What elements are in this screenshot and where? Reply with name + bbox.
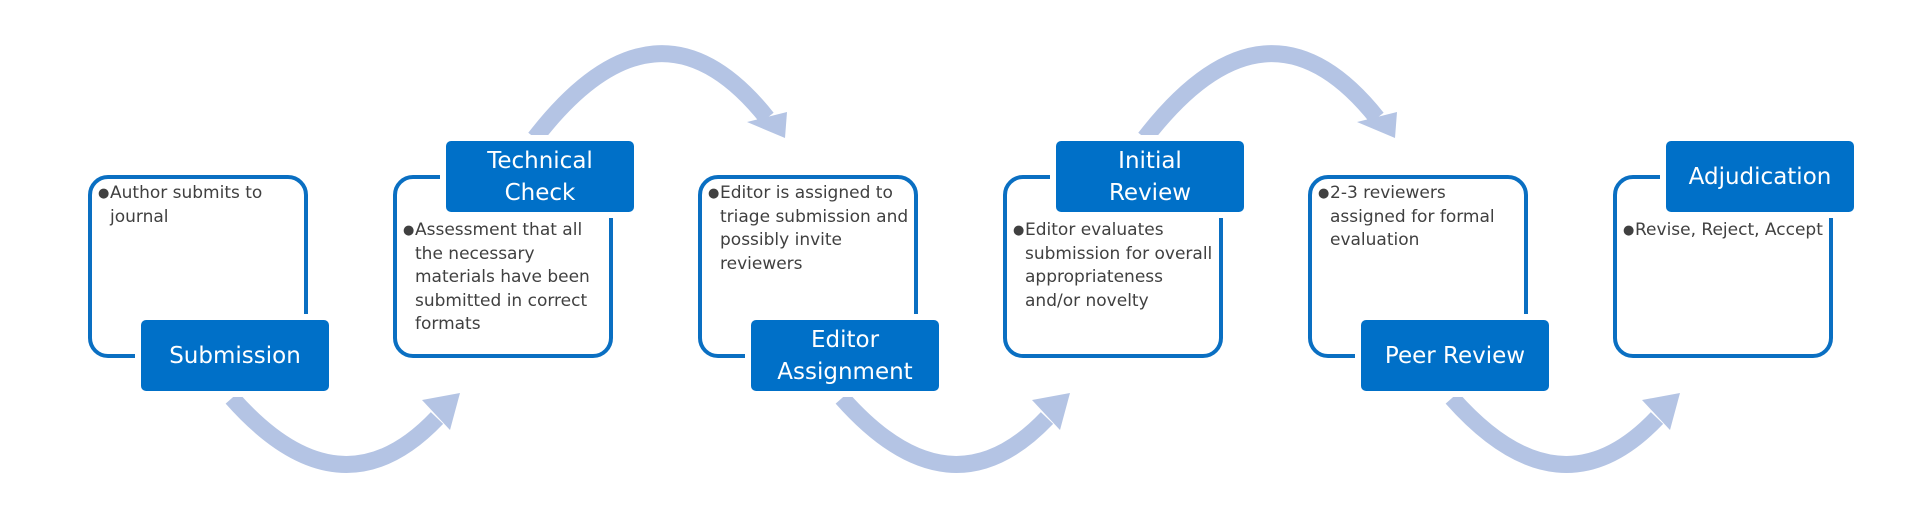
step-description-text: Revise, Reject, Accept <box>1635 220 1823 240</box>
step-description: ●Editor evaluates submission for overall… <box>1013 219 1218 313</box>
bullet-icon: ● <box>98 186 110 201</box>
bullet-icon: ● <box>1318 186 1330 201</box>
arrowhead-icon <box>422 393 460 430</box>
curved-arrow-above <box>528 45 787 144</box>
step-label: Initial Review <box>1056 141 1244 212</box>
step-label-text: Initial Review <box>1108 147 1192 206</box>
curved-arrow-above <box>1138 45 1397 144</box>
process-step: Submission ●Author submits to journal <box>0 0 335 532</box>
bullet-icon: ● <box>708 186 720 201</box>
arrowhead-icon <box>1032 393 1070 430</box>
step-label: Adjudication <box>1666 141 1854 212</box>
step-description: ●Assessment that all the necessary mater… <box>403 219 608 337</box>
process-step: Editor Assignment●Editor is assigned to … <box>0 0 945 532</box>
step-description: ●Author submits to journal <box>98 182 303 229</box>
bullet-icon: ● <box>403 223 415 238</box>
step-label-text: Editor Assignment <box>777 326 913 385</box>
process-step: Technical Check●Assessment that all the … <box>0 0 640 532</box>
arrowhead-icon <box>1357 112 1397 138</box>
arrow-shaft <box>1445 392 1664 473</box>
step-description-text: Assessment that all the necessary materi… <box>415 220 590 334</box>
arrow-shaft <box>225 392 444 473</box>
process-step: Adjudication●Revise, Reject, Accept <box>0 0 1860 532</box>
step-label: Technical Check <box>446 141 634 212</box>
process-step: Peer Review●2-3 reviewers assigned for f… <box>0 0 1555 532</box>
bullet-icon: ● <box>1623 223 1635 238</box>
bullet-icon: ● <box>1013 223 1025 238</box>
step-description-text: Author submits to journal <box>110 183 263 227</box>
curved-arrow-below <box>1445 392 1680 473</box>
process-step: Initial Review●Editor evaluates submissi… <box>0 0 1250 532</box>
arrowhead-icon <box>747 112 787 138</box>
step-description-text: 2-3 reviewers assigned for formal evalua… <box>1330 183 1495 250</box>
arrow-shaft <box>835 392 1054 473</box>
step-label: Editor Assignment <box>751 320 939 391</box>
step-description: ●Editor is assigned to triage submission… <box>708 182 913 276</box>
step-label-text: Submission <box>169 342 301 369</box>
arrow-shaft <box>1138 45 1384 144</box>
step-description: ●2-3 reviewers assigned for formal evalu… <box>1318 182 1523 253</box>
arrowhead-icon <box>1642 393 1680 430</box>
step-label-text: Peer Review <box>1384 342 1526 369</box>
arrow-shaft <box>528 45 774 144</box>
step-label: Submission <box>141 320 329 391</box>
step-description-text: Editor is assigned to triage submission … <box>720 183 909 274</box>
step-description-text: Editor evaluates submission for overall … <box>1025 220 1213 311</box>
step-label-text: Adjudication <box>1688 163 1832 190</box>
step-label: Peer Review <box>1361 320 1549 391</box>
step-label-text: Technical Check <box>487 147 593 206</box>
curved-arrow-below <box>835 392 1070 473</box>
curved-arrow-below <box>225 392 460 473</box>
step-description: ●Revise, Reject, Accept <box>1623 219 1828 243</box>
